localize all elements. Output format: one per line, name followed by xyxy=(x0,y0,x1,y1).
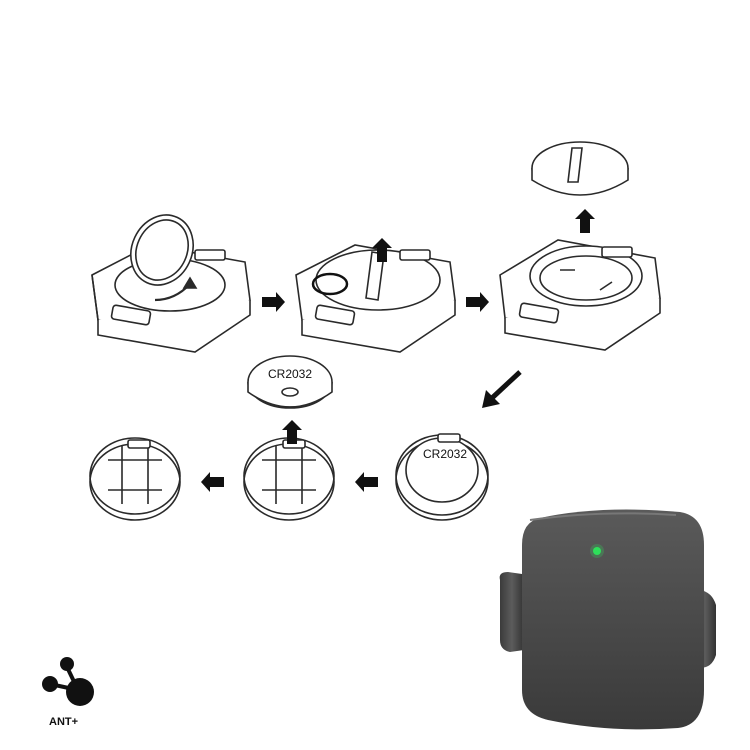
step-1-sensor-twist-lid xyxy=(92,205,250,352)
ant-plus-logo-text: ANT+ xyxy=(49,716,78,728)
arrow-left-1 xyxy=(355,472,378,492)
arrow-up-3 xyxy=(575,209,595,233)
battery-label-installed: CR2032 xyxy=(423,447,467,461)
battery-label-removed: CR2032 xyxy=(268,367,312,381)
step-2-sensor-open-lid xyxy=(296,245,455,352)
step-3-lid-removed xyxy=(500,142,660,350)
arrow-left-2 xyxy=(201,472,224,492)
ant-plus-logo-icon xyxy=(42,657,94,706)
sensor-device-photo xyxy=(500,510,716,730)
arrow-right-2 xyxy=(466,292,489,312)
arrow-diagonal-down-left xyxy=(482,372,520,408)
step-6-empty-lid xyxy=(90,438,180,520)
arrow-right-1 xyxy=(262,292,285,312)
